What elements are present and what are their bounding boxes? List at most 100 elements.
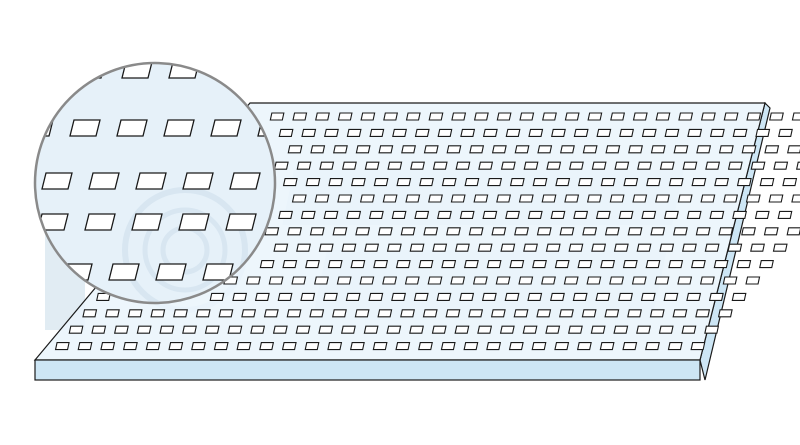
hole xyxy=(582,227,598,236)
hole xyxy=(586,194,602,203)
hole xyxy=(469,145,485,154)
hole xyxy=(360,112,376,121)
hole xyxy=(610,112,626,121)
hole xyxy=(623,178,639,187)
hole xyxy=(632,112,648,121)
hole xyxy=(305,260,320,269)
hole xyxy=(745,194,761,203)
hole xyxy=(341,161,357,170)
hole xyxy=(450,194,466,203)
hole xyxy=(532,260,547,269)
hole xyxy=(700,112,716,121)
hole xyxy=(482,128,498,137)
hole xyxy=(773,161,789,170)
hole xyxy=(286,309,302,318)
hole xyxy=(287,227,302,236)
hole xyxy=(727,161,743,170)
hole xyxy=(273,161,289,170)
hole xyxy=(414,210,430,219)
hole xyxy=(604,227,620,236)
hole xyxy=(542,112,557,121)
hole xyxy=(282,260,298,269)
hole xyxy=(641,210,657,219)
hole xyxy=(754,210,770,219)
hole xyxy=(627,309,642,318)
hole xyxy=(613,325,629,334)
hole xyxy=(546,161,562,170)
hole xyxy=(523,243,538,252)
hole xyxy=(682,161,698,170)
hole xyxy=(514,227,529,236)
hole xyxy=(591,243,607,252)
hole xyxy=(573,210,589,219)
hole xyxy=(560,145,575,154)
hole xyxy=(541,194,557,203)
hole xyxy=(487,178,503,187)
hole xyxy=(732,128,748,137)
hole xyxy=(687,128,703,137)
hole xyxy=(182,325,197,334)
hole xyxy=(777,210,793,219)
hole xyxy=(709,210,725,219)
hole xyxy=(422,309,438,318)
hole xyxy=(587,112,603,121)
hole xyxy=(595,292,611,301)
hole xyxy=(355,145,371,154)
hole xyxy=(450,276,466,285)
lens-border xyxy=(33,61,277,305)
hole xyxy=(250,325,266,334)
hole xyxy=(318,243,334,252)
hole xyxy=(745,276,761,285)
hole xyxy=(236,342,252,351)
hole xyxy=(454,325,470,334)
hole xyxy=(204,325,220,334)
hole xyxy=(545,325,561,334)
hole xyxy=(568,161,584,170)
magnified-hole xyxy=(182,172,214,190)
hole xyxy=(717,309,733,318)
hole xyxy=(731,292,747,301)
hole xyxy=(395,342,411,351)
hole xyxy=(590,325,606,334)
hole xyxy=(640,292,656,301)
hole xyxy=(750,161,766,170)
magnified-hole xyxy=(210,119,242,137)
hole xyxy=(419,178,434,187)
hole xyxy=(414,128,430,137)
hole xyxy=(663,292,679,301)
hole xyxy=(791,194,800,203)
hole xyxy=(323,292,338,301)
hole xyxy=(655,112,671,121)
hole xyxy=(323,210,339,219)
hole xyxy=(509,260,525,269)
hole xyxy=(259,260,275,269)
hole xyxy=(355,227,371,236)
hole xyxy=(523,161,539,170)
magnified-hole xyxy=(262,63,275,79)
hole xyxy=(708,292,724,301)
hole xyxy=(409,325,424,334)
perforation-holes xyxy=(54,112,800,351)
hole xyxy=(495,276,511,285)
hole xyxy=(336,276,352,285)
hole xyxy=(672,309,688,318)
hole xyxy=(709,128,725,137)
hole xyxy=(550,210,566,219)
hole xyxy=(345,292,361,301)
hole xyxy=(295,325,311,334)
hole xyxy=(496,194,512,203)
hole xyxy=(664,210,679,219)
hole xyxy=(413,292,429,301)
hole xyxy=(650,227,666,236)
hole xyxy=(263,309,279,318)
hole xyxy=(791,112,800,121)
hole xyxy=(759,178,775,187)
hole xyxy=(296,161,312,170)
hole xyxy=(359,276,375,285)
hole xyxy=(786,227,800,236)
hole xyxy=(459,210,475,219)
hole xyxy=(645,260,661,269)
hole xyxy=(310,145,326,154)
hole xyxy=(473,112,489,121)
